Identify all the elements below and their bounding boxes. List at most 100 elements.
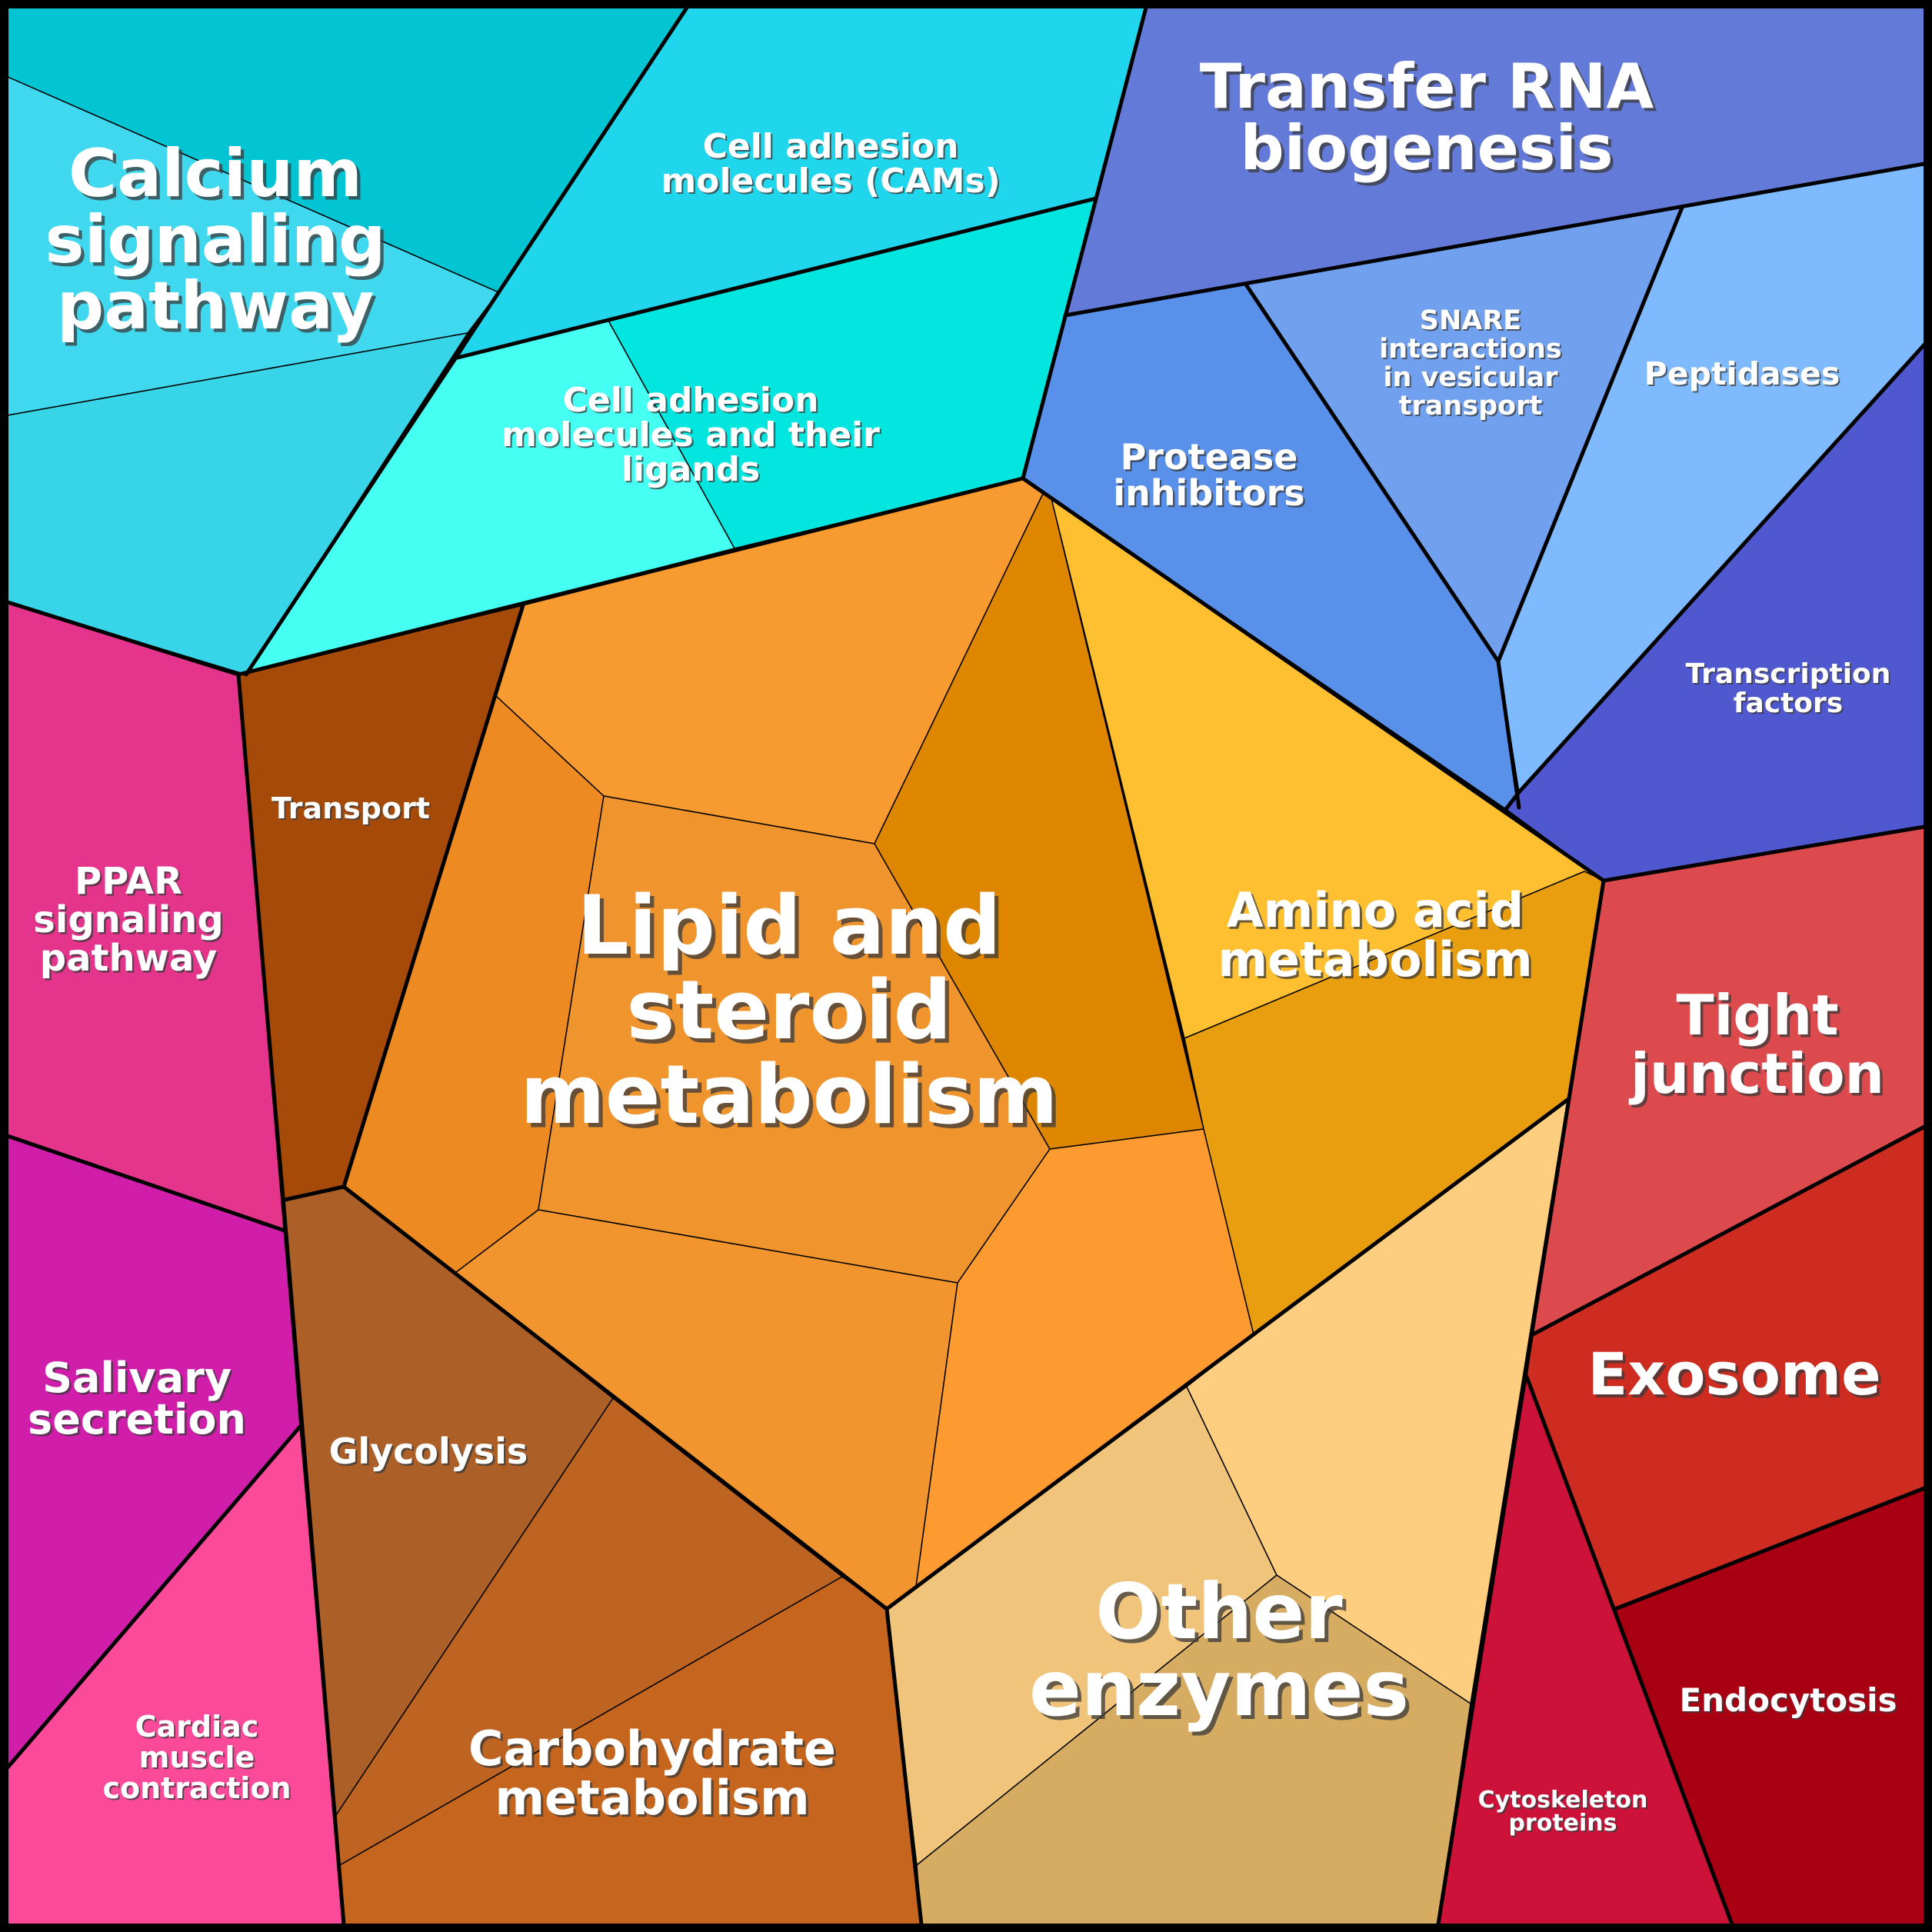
group-boundary (341, 603, 525, 1189)
label-shadow: Cell adhesion (705, 128, 961, 168)
label-shadow: pathway (60, 271, 378, 348)
label-shadow: in vesicular (1384, 364, 1560, 395)
label-line: interactions (1379, 334, 1562, 365)
label-line: muscle (139, 1740, 255, 1774)
label-line: molecules (CAMs) (661, 162, 1000, 201)
label-shadow: Transport (273, 793, 431, 827)
label-shadow: SNARE (1421, 307, 1523, 338)
label-line: contraction (102, 1771, 291, 1805)
label-line: pathway (40, 937, 217, 980)
cell-lipid-and-steroid-metabolism (343, 478, 1254, 1610)
label-shadow: Amino acid (1229, 884, 1526, 941)
group-boundary (455, 196, 1098, 360)
label-shadow: Cardiac (137, 1711, 261, 1745)
label-line: metabolism (495, 1770, 809, 1826)
label-shadow: Transcription (1687, 660, 1893, 691)
label-shadow: signaling (35, 900, 225, 943)
group-boundary (1496, 205, 1684, 664)
label-line: molecules and their (501, 415, 880, 455)
label-line: PPAR (75, 860, 182, 903)
group-boundary (1251, 1098, 1570, 1337)
label-line: Glycolysis (329, 1431, 528, 1472)
group-boundary (1436, 878, 1606, 1927)
label-line: secretion (28, 1395, 246, 1444)
group-boundary (1063, 162, 1927, 318)
label-line: Salivary (42, 1354, 232, 1402)
label-line: Transcription (1686, 658, 1891, 690)
label-line: Endocytosis (1679, 1681, 1897, 1719)
label-shadow: Calcium (72, 138, 365, 215)
label-shadow: metabolism (1221, 934, 1535, 990)
label-shadow: Peptidases (1646, 357, 1842, 394)
label-line: Exosome (1587, 1340, 1880, 1408)
group-boundary (884, 1332, 1256, 1611)
group-boundary (236, 672, 346, 1927)
label-line: inhibitors (1113, 472, 1304, 514)
label-line: Cell adhesion (563, 381, 819, 420)
label-line: Amino acid (1227, 882, 1524, 938)
label-line: signaling (45, 202, 385, 278)
label-shadow: Salivary (45, 1356, 234, 1404)
label-shadow: junction (1631, 1044, 1887, 1109)
label-line: biogenesis (1240, 112, 1613, 184)
group-boundary (1021, 476, 1606, 883)
label-calcium-signaling-pathway: CalciumCalciumsignalingsignalingpathwayp… (45, 135, 389, 348)
label-shadow: Endocytosis (1681, 1683, 1899, 1720)
label-line: Lipid and (577, 878, 1001, 973)
label-shadow: molecules and their (503, 417, 881, 456)
label-shadow: Protease (1122, 438, 1300, 479)
group-boundary (1531, 1124, 1927, 1337)
group-boundary (1517, 342, 1927, 794)
label-line: Cell adhesion (703, 127, 959, 166)
label-line: Calcium (68, 135, 362, 212)
label-shadow: Other (1099, 1571, 1347, 1661)
label-shadow: metabolism (525, 1051, 1062, 1146)
label-line: signaling (33, 898, 223, 941)
group-boundary (5, 1424, 302, 1770)
label-cardiac-muscle-contraction: CardiacCardiacmusclemusclecontractioncon… (102, 1710, 292, 1807)
label-line: Transport (271, 791, 430, 825)
label-shadow: contraction (104, 1773, 292, 1807)
group-boundary (1021, 5, 1148, 481)
label-line: Cardiac (135, 1710, 259, 1744)
label-shadow: signaling (48, 205, 389, 281)
label-line: factors (1734, 688, 1843, 719)
label-shadow: ligands (623, 451, 761, 491)
label-shadow: enzymes (1033, 1647, 1413, 1737)
label-shadow: PPAR (76, 861, 184, 904)
label-line: Peptidases (1644, 355, 1840, 392)
group-boundary (1244, 282, 1501, 664)
group-boundary (282, 1184, 346, 1202)
label-shadow: Carbohydrate (471, 1723, 838, 1779)
label-line: Protease (1121, 436, 1298, 478)
label-shadow: Cytoskeleton (1480, 1788, 1650, 1815)
label-line: metabolism (1217, 931, 1532, 988)
label-shadow: Transfer RNA (1203, 54, 1657, 125)
group-boundary (236, 476, 1025, 677)
label-line: Carbohydrate (468, 1720, 836, 1777)
cell-calcium-signaling-pathway (7, 7, 688, 675)
group-boundary (1601, 824, 1927, 883)
label-shadow: steroid (631, 967, 956, 1061)
label-line: SNARE (1420, 305, 1521, 336)
label-shadow: transport (1401, 392, 1544, 423)
label-shadow: pathway (42, 938, 218, 981)
label-shadow: Glycolysis (331, 1432, 530, 1474)
label-line: Tight (1676, 983, 1838, 1048)
cell-amino-acid-metabolism (1051, 498, 1604, 1335)
